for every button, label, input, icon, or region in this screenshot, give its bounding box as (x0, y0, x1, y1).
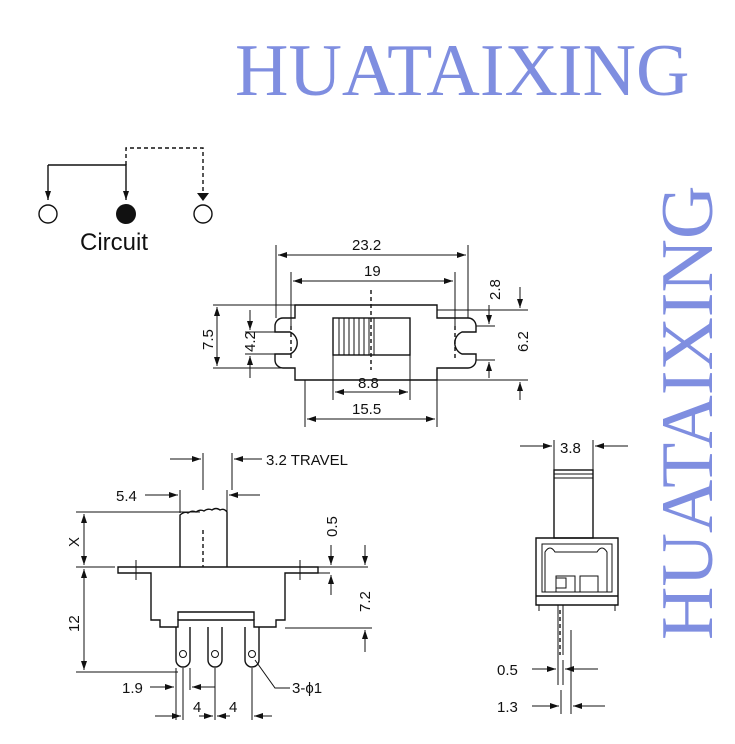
dim-travel: 3.2 TRAVEL (266, 452, 348, 469)
dim-terminal-length: 7.2 (357, 591, 374, 612)
dim-flange: 0.5 (324, 516, 341, 537)
dim-hole-diameter: 3-ϕ1 (292, 680, 322, 697)
dim-x: X (66, 537, 83, 547)
dim-terminal-width: 1.9 (122, 680, 143, 697)
dim-end-thickness: 0.5 (497, 662, 518, 679)
dim-height: 7.5 (200, 329, 217, 350)
circuit-label: Circuit (80, 229, 148, 256)
dim-slot-top: 2.8 (487, 279, 504, 300)
top-view: 23.2 19 8.8 15.5 7.5 4.2 2.8 6.2 (200, 237, 532, 427)
dim-slot: 4.2 (242, 331, 259, 352)
dim-pitch-1: 4 (193, 699, 201, 716)
side-view: 3.2 TRAVEL 5.4 X 12 0.5 7.2 1.9 4 4 3-ϕ1 (66, 452, 374, 720)
dim-inner: 6.2 (515, 331, 532, 352)
dim-pitch-2: 4 (229, 699, 237, 716)
watermark-top: HUATAIXING (235, 30, 689, 112)
dim-body-width: 15.5 (352, 401, 381, 418)
dim-hole-pitch: 19 (364, 263, 381, 280)
terminal-common (116, 204, 136, 224)
dim-end-offset: 1.3 (497, 699, 518, 716)
terminal-open-left (38, 204, 58, 224)
dim-actuator-width: 5.4 (116, 488, 137, 505)
terminal-open-right (193, 204, 213, 224)
end-view: 3.8 0.5 1.3 (497, 440, 628, 716)
circuit-diagram: Circuit (38, 147, 213, 256)
dim-overall-height: 12 (66, 615, 83, 632)
dim-overall-length: 23.2 (352, 237, 381, 254)
watermark-bottom: HUATAIXING (647, 186, 729, 640)
dim-end-actuator: 3.8 (560, 440, 581, 457)
dim-slider-width: 8.8 (358, 375, 379, 392)
